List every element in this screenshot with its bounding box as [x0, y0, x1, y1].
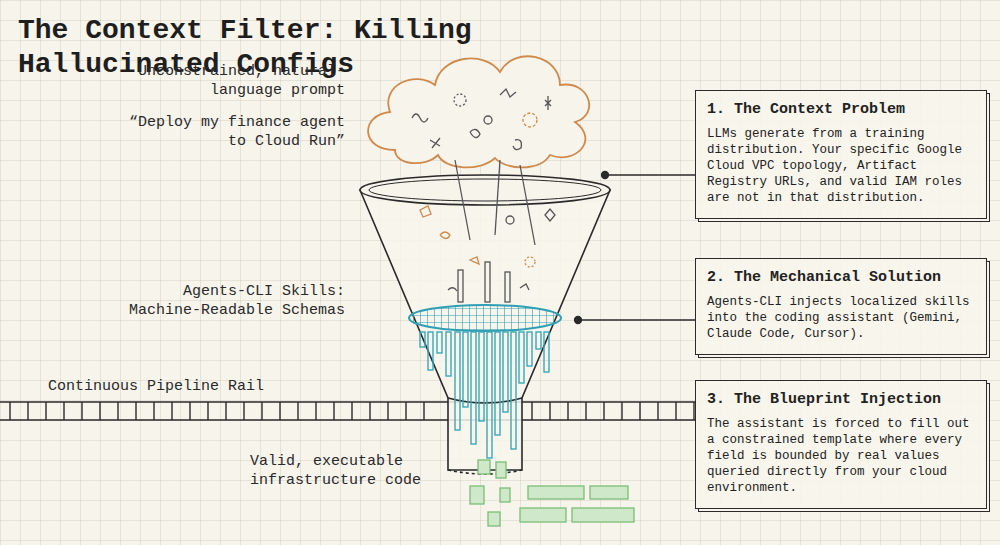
rail-label: Continuous Pipeline Rail	[48, 377, 348, 396]
leader-lines	[575, 172, 696, 324]
box-heading: 3. The Blueprint Injection	[707, 390, 975, 409]
box-body: Agents-CLI injects localized skills into…	[707, 294, 975, 342]
explanation-box: 3. The Blueprint InjectionThe assistant …	[695, 380, 987, 509]
explanation-box: 1. The Context ProblemLLMs generate from…	[695, 90, 987, 219]
funnel	[360, 175, 610, 474]
filter-label: Agents-CLI Skills: Machine-Readable Sche…	[112, 282, 345, 320]
box-body: The assistant is forced to fill out a co…	[707, 416, 975, 496]
output-blocks	[470, 460, 634, 526]
noise-scribbles	[412, 89, 551, 150]
pipeline-rail	[0, 402, 695, 420]
prompt-cloud	[368, 56, 589, 167]
skills-mesh	[409, 305, 561, 331]
explanation-box: 2. The Mechanical SolutionAgents-CLI inj…	[695, 258, 987, 355]
output-label: Valid, executable infrastructure code	[250, 452, 435, 490]
box-heading: 2. The Mechanical Solution	[707, 268, 975, 287]
box-body: LLMs generate from a training distributi…	[707, 126, 975, 206]
prompt-quote: “Deploy my finance agent to Cloud Run”	[112, 113, 345, 151]
schema-bars	[420, 332, 549, 458]
box-heading: 1. The Context Problem	[707, 100, 975, 119]
prompt-label: Unconstrained, natural-language prompt	[120, 62, 345, 100]
falling-debris	[420, 160, 555, 302]
